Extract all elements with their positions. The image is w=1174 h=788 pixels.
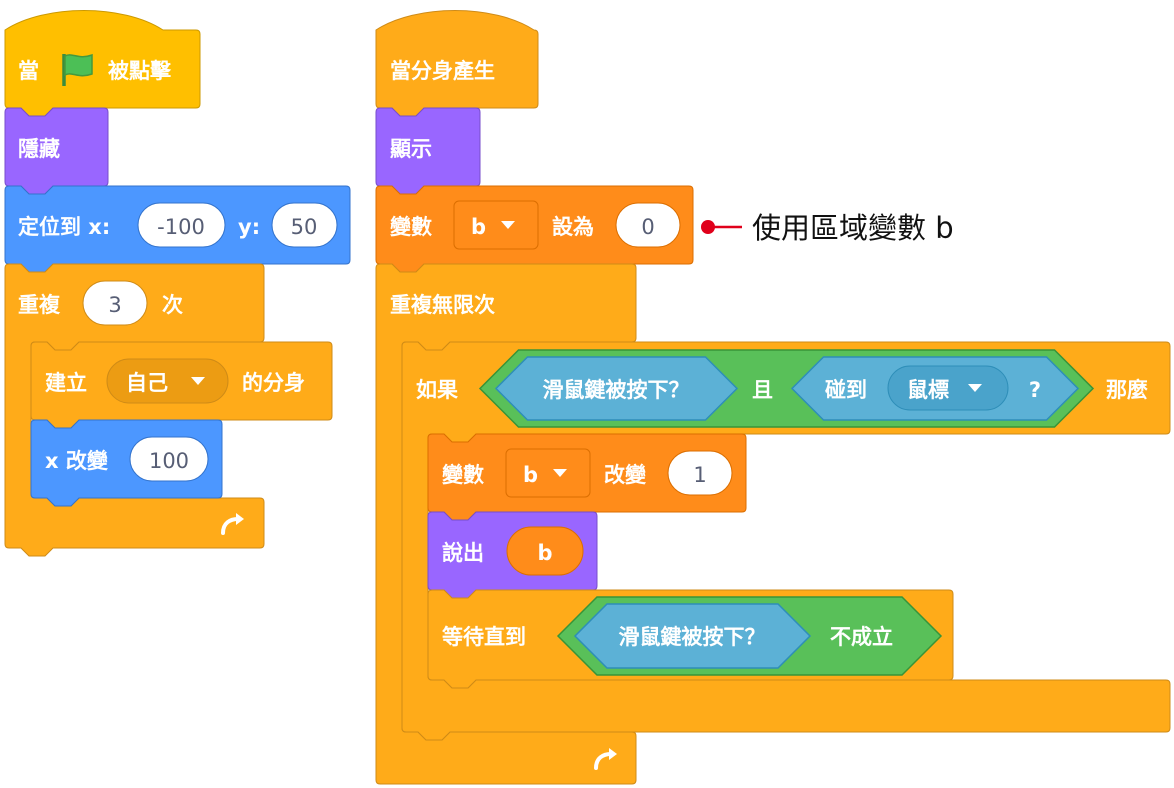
when-label: 當 <box>18 59 39 83</box>
mouse-down-label: 滑鼠鍵被按下？ <box>543 378 690 402</box>
question-label: ? <box>1029 378 1041 402</box>
goto-y-input[interactable] <box>271 202 338 248</box>
goto-label: 定位到 x: <box>18 215 110 239</box>
change-value: 1 <box>693 463 706 487</box>
chevron-down-icon <box>501 221 515 229</box>
change-x-label: x 改變 <box>45 449 109 473</box>
and-label: 且 <box>752 378 773 402</box>
change-x-input[interactable] <box>129 436 209 482</box>
change-var-dropdown[interactable] <box>505 448 591 498</box>
chevron-down-icon <box>191 377 205 385</box>
repeat-count-value: 3 <box>108 293 121 317</box>
forever-label: 重複無限次 <box>390 293 495 317</box>
loop-arrow-icon <box>221 513 244 535</box>
goto-x-input[interactable] <box>137 202 226 248</box>
set-var-dropdown[interactable] <box>453 200 539 250</box>
repeat-label: 重複 <box>18 293 61 317</box>
show-label: 顯示 <box>390 137 432 161</box>
clone-hat-label: 當分身產生 <box>390 59 495 83</box>
clone-target-value: 自己 <box>126 371 168 395</box>
change-var-name: b <box>523 463 538 487</box>
set-to-label: 設為 <box>552 215 594 239</box>
say-value: b <box>537 541 552 565</box>
annotation-dot <box>701 220 715 234</box>
chevron-down-icon <box>968 384 982 392</box>
change-x-value: 100 <box>149 449 189 473</box>
annotation: 使用區域變數 b <box>701 211 954 245</box>
change-value-input[interactable] <box>667 450 733 496</box>
green-flag-script: 當 被點擊 隱藏 定位到 x: -100 y: 50 重複 3 次 建立 自己 … <box>4 10 351 557</box>
variable-b-reporter[interactable] <box>506 526 584 576</box>
goto-y-value: 50 <box>291 215 318 239</box>
annotation-text: 使用區域變數 b <box>752 211 954 245</box>
touching-target-value: 鼠標 <box>907 378 949 402</box>
hide-label: 隱藏 <box>18 137 60 161</box>
clone-target-dropdown[interactable] <box>106 358 229 404</box>
say-label: 說出 <box>442 541 484 565</box>
create-clone-label: 建立 <box>45 371 87 395</box>
loop-arrow-icon <box>594 748 617 770</box>
mouse-down-block[interactable] <box>494 356 739 421</box>
clone-script: 當分身產生 顯示 變數 b 設為 0 重複無限次 如果 滑鼠鍵被按下？ 且 碰到… <box>375 10 1171 785</box>
then-label: 那麼 <box>1106 378 1148 402</box>
repeat-count-input[interactable] <box>82 280 148 326</box>
change-by-label: 改變 <box>604 463 647 487</box>
mouse-down-block[interactable] <box>573 603 812 669</box>
goto-y-label: y: <box>238 215 260 239</box>
clone-suffix-label: 的分身 <box>242 371 305 395</box>
clicked-label: 被點擊 <box>108 59 172 83</box>
wait-until-label: 等待直到 <box>442 625 526 649</box>
set-value: 0 <box>641 215 654 239</box>
touching-target-dropdown[interactable] <box>887 365 1009 411</box>
touching-label: 碰到 <box>825 378 867 402</box>
green-flag-icon <box>62 53 93 86</box>
mouse-down-label: 滑鼠鍵被按下？ <box>619 625 766 649</box>
set-value-input[interactable] <box>615 202 681 248</box>
set-var-name: b <box>471 215 486 239</box>
goto-x-value: -100 <box>157 215 205 239</box>
set-var-label: 變數 <box>390 215 432 239</box>
not-label: 不成立 <box>830 625 893 649</box>
change-var-label: 變數 <box>442 463 484 487</box>
repeat-times-label: 次 <box>162 293 183 317</box>
if-label: 如果 <box>416 378 458 402</box>
chevron-down-icon <box>553 469 567 477</box>
